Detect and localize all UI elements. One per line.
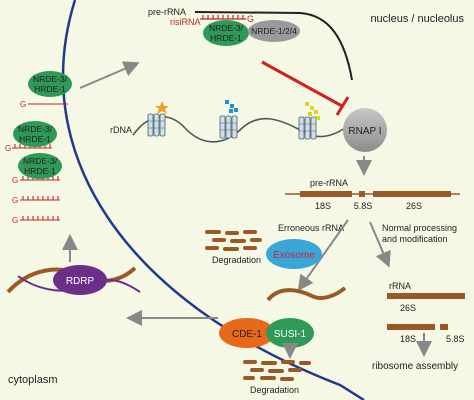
svg-text:NRDE-3/: NRDE-3/ <box>33 74 68 84</box>
s26-label: 26S <box>406 201 422 211</box>
degradation-bottom-label: Degradation <box>250 385 299 395</box>
pre-rrna-transcript <box>285 191 460 197</box>
svg-text:HRDE-1: HRDE-1 <box>210 33 242 43</box>
pre-rrna-top-label: pre-rRNA <box>148 7 186 17</box>
nrde3-hrde1-complex-left-3 <box>18 153 62 179</box>
s26b-label: 26S <box>400 303 416 313</box>
normal-processing-label-2: and modification <box>382 234 448 244</box>
nrde3-hrde1-complex-left-2 <box>13 121 57 147</box>
cytoplasm-label: cytoplasm <box>8 374 58 386</box>
rnap-i-enzyme <box>343 108 387 152</box>
svg-text:HRDE-1: HRDE-1 <box>24 166 56 176</box>
risirna-duplex <box>200 15 246 20</box>
s58b-label: 5.8S <box>446 334 465 344</box>
cde1-label: CDE-1 <box>232 329 262 340</box>
svg-text:G: G <box>5 144 11 153</box>
degradation-fragments-top <box>205 230 262 251</box>
nrde-124-label: NRDE-1/2/4 <box>251 26 297 36</box>
svg-text:HRDE-1: HRDE-1 <box>19 134 51 144</box>
degradation-top-label: Degradation <box>212 255 261 265</box>
svg-text:G: G <box>12 196 18 205</box>
susi1-label: SUSI-1 <box>274 329 307 340</box>
methyl-mark-icon <box>305 102 320 120</box>
g-marker-top: G <box>247 14 254 24</box>
risirna-duplexes-left <box>12 103 68 221</box>
ribosome-assembly-label: ribosome assembly <box>372 361 458 372</box>
rdrp-label: RDRP <box>66 276 95 287</box>
nrde-124-complex <box>248 20 300 42</box>
degradation-fragments-bottom <box>243 360 311 381</box>
svg-text:G: G <box>20 100 26 109</box>
svg-text:NRDE-3/: NRDE-3/ <box>18 124 53 134</box>
inhibition-arrow <box>261 60 343 108</box>
rdrp-enzyme <box>53 265 107 295</box>
cde1-protein <box>219 318 275 348</box>
rrna-26s-bar <box>387 293 465 299</box>
pre-rrna-mid-label: pre-rRNA <box>310 178 348 188</box>
svg-text:NRDE-3/: NRDE-3/ <box>209 23 244 33</box>
rrna-label: rRNA <box>389 281 411 291</box>
nuclear-membrane <box>61 0 365 400</box>
risirna-label: risiRNA <box>170 17 201 27</box>
methyl-mark-icon <box>225 100 238 113</box>
erroneous-rrna-strand <box>266 286 347 302</box>
nucleus-label: nucleus / nucleolus <box>370 13 464 25</box>
svg-text:HRDE-1: HRDE-1 <box>34 84 66 94</box>
rnap-label: RNAP I <box>348 126 381 137</box>
erroneous-rrna-label: Erroneous rRNA <box>278 223 344 233</box>
rrna-18s-bar <box>387 324 435 330</box>
exosome-label: Exosome <box>273 250 315 261</box>
svg-text:G: G <box>12 176 18 185</box>
rrna-58s-bar <box>440 324 448 330</box>
histone-octamer-icon <box>219 115 238 139</box>
histone-octamer-icon <box>147 113 166 137</box>
svg-text:G: G <box>12 216 18 225</box>
svg-text:NRDE-3/: NRDE-3/ <box>23 156 58 166</box>
exosome-complex <box>266 239 322 269</box>
pre-rrna-strand <box>194 11 353 81</box>
rdna-label: rDNA <box>110 125 132 135</box>
star-mark-icon <box>155 101 169 114</box>
susi1-protein <box>266 318 314 348</box>
histone-octamer-icon <box>298 116 317 140</box>
s58-label: 5.8S <box>354 201 373 211</box>
nrde3-hrde1-complex-top <box>203 20 249 46</box>
nrde3-hrde1-complex-left-1 <box>28 71 72 97</box>
s18-label: 18S <box>315 201 331 211</box>
s18b-label: 18S <box>400 334 416 344</box>
normal-processing-label: Normal processing <box>382 223 457 233</box>
